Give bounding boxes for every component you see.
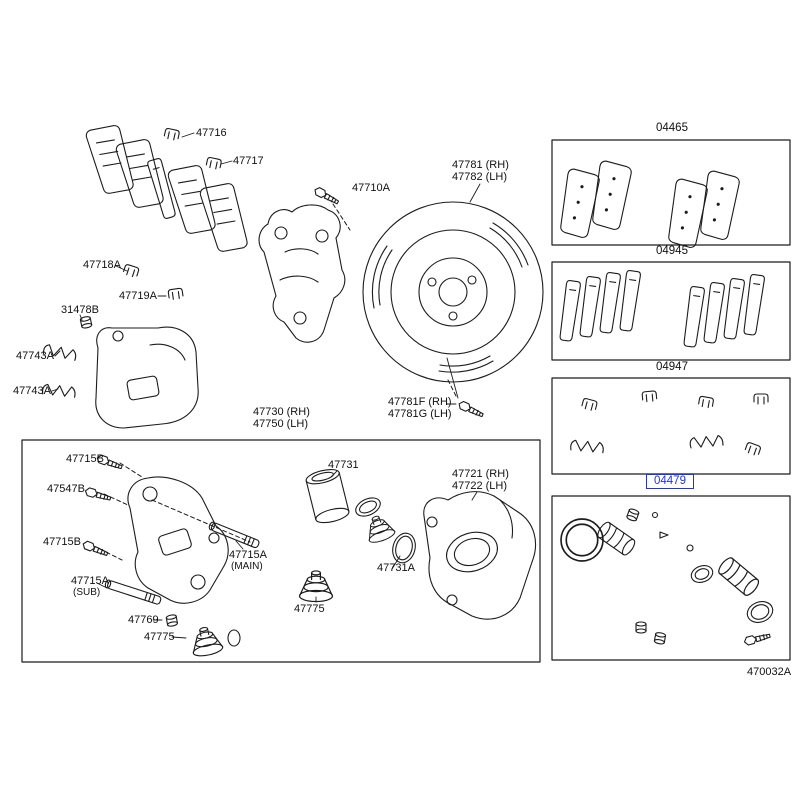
part-label-47722-lh[interactable]: 47722 (LH) [452,480,508,492]
figure-code: 470032A [747,666,792,678]
part-label-31478B[interactable]: 31478B [61,304,99,316]
torque-plate-drawing [127,476,251,604]
caliper-bracket-drawing [258,204,346,343]
kit-label-04479-highlighted[interactable]: 04479 [646,474,694,489]
part-label-47715A-sub-tag: (SUB) [73,587,101,598]
slide-pin-main-drawing [208,521,260,549]
part-label-47715A-main-tag: (MAIN) [231,561,263,572]
part-label-47715A-main[interactable]: 47715A [229,549,267,561]
bolt-47781F-drawing [446,357,485,419]
part-label-47781F-rh[interactable]: 47781F (RH) [388,396,452,408]
part-label-47781G-lh[interactable]: 47781G (LH) [388,408,452,420]
bolt-47715B-top-drawing [95,453,143,478]
part-label-47775-2[interactable]: 47775 [294,603,325,615]
part-label-47715B-1[interactable]: 47715B [66,453,104,465]
part-label-47731[interactable]: 47731 [328,459,359,471]
part-label-47718A[interactable]: 47718A [83,259,121,271]
leader-lines [51,132,481,639]
clip-47718A-drawing [122,263,140,279]
part-label-47781-rh[interactable]: 47781 (RH) [452,159,509,171]
kit-label-04947[interactable]: 04947 [656,361,688,373]
kit-04479-cylinder-kit-drawing [560,507,774,647]
assembly-box-47730 [21,439,541,663]
brake-pad-stack-drawing [84,121,251,256]
part-label-47715B-2[interactable]: 47715B [43,536,81,548]
part-label-47743A-2[interactable]: 47743A [13,385,51,397]
bolt-47547B-drawing [83,486,129,506]
part-label-47719A[interactable]: 47719A [119,290,157,302]
part-label-47715A-sub[interactable]: 47715A [71,575,109,587]
slide-pin-sub-drawing [104,579,162,605]
part-label-47716[interactable]: 47716 [196,127,227,139]
part-label-47775-1[interactable]: 47775 [144,631,175,643]
dust-shield-drawing [362,201,544,383]
kit-04947-fittings-drawing [569,390,769,457]
kit-04465-pads-drawing [556,159,742,250]
piston-seal-drawing [355,497,397,546]
bleeder-plug-31478B-drawing [79,315,93,330]
boot-47775-left-drawing [188,624,241,659]
part-label-47721-rh[interactable]: 47721 (RH) [452,468,509,480]
kit-box-04465 [551,139,791,246]
part-label-47710A[interactable]: 47710A [352,182,390,194]
kit-box-04947 [551,377,791,475]
caliper-housing-drawing [423,491,536,620]
cap-47769-drawing [165,613,179,628]
part-label-47547B[interactable]: 47547B [47,483,85,495]
part-label-47731A[interactable]: 47731A [377,562,415,574]
oring-47731A-drawing [392,532,416,564]
part-label-47743A-1[interactable]: 47743A [16,350,54,362]
kit-label-04945[interactable]: 04945 [656,245,688,257]
piston-47731-drawing [305,468,350,524]
caliper-body-drawing [95,326,199,429]
part-label-47750-lh[interactable]: 47750 (LH) [253,418,309,430]
bolt-47715B-bottom-drawing [81,539,123,561]
pad-clip-47716-drawing [163,127,181,142]
part-label-47730-rh[interactable]: 47730 (RH) [253,406,310,418]
kit-box-04479 [551,495,791,661]
kit-label-04465[interactable]: 04465 [656,122,688,134]
pad-clip-47717-drawing [205,156,223,171]
part-label-47717[interactable]: 47717 [233,155,264,167]
bolt-47710A-drawing [312,185,351,231]
kit-04945-shims-drawing [558,269,766,349]
clip-47719A-drawing [167,287,184,301]
kit-box-04945 [551,261,791,361]
part-label-47782-lh[interactable]: 47782 (LH) [452,171,508,183]
part-label-47769[interactable]: 47769 [128,614,159,626]
